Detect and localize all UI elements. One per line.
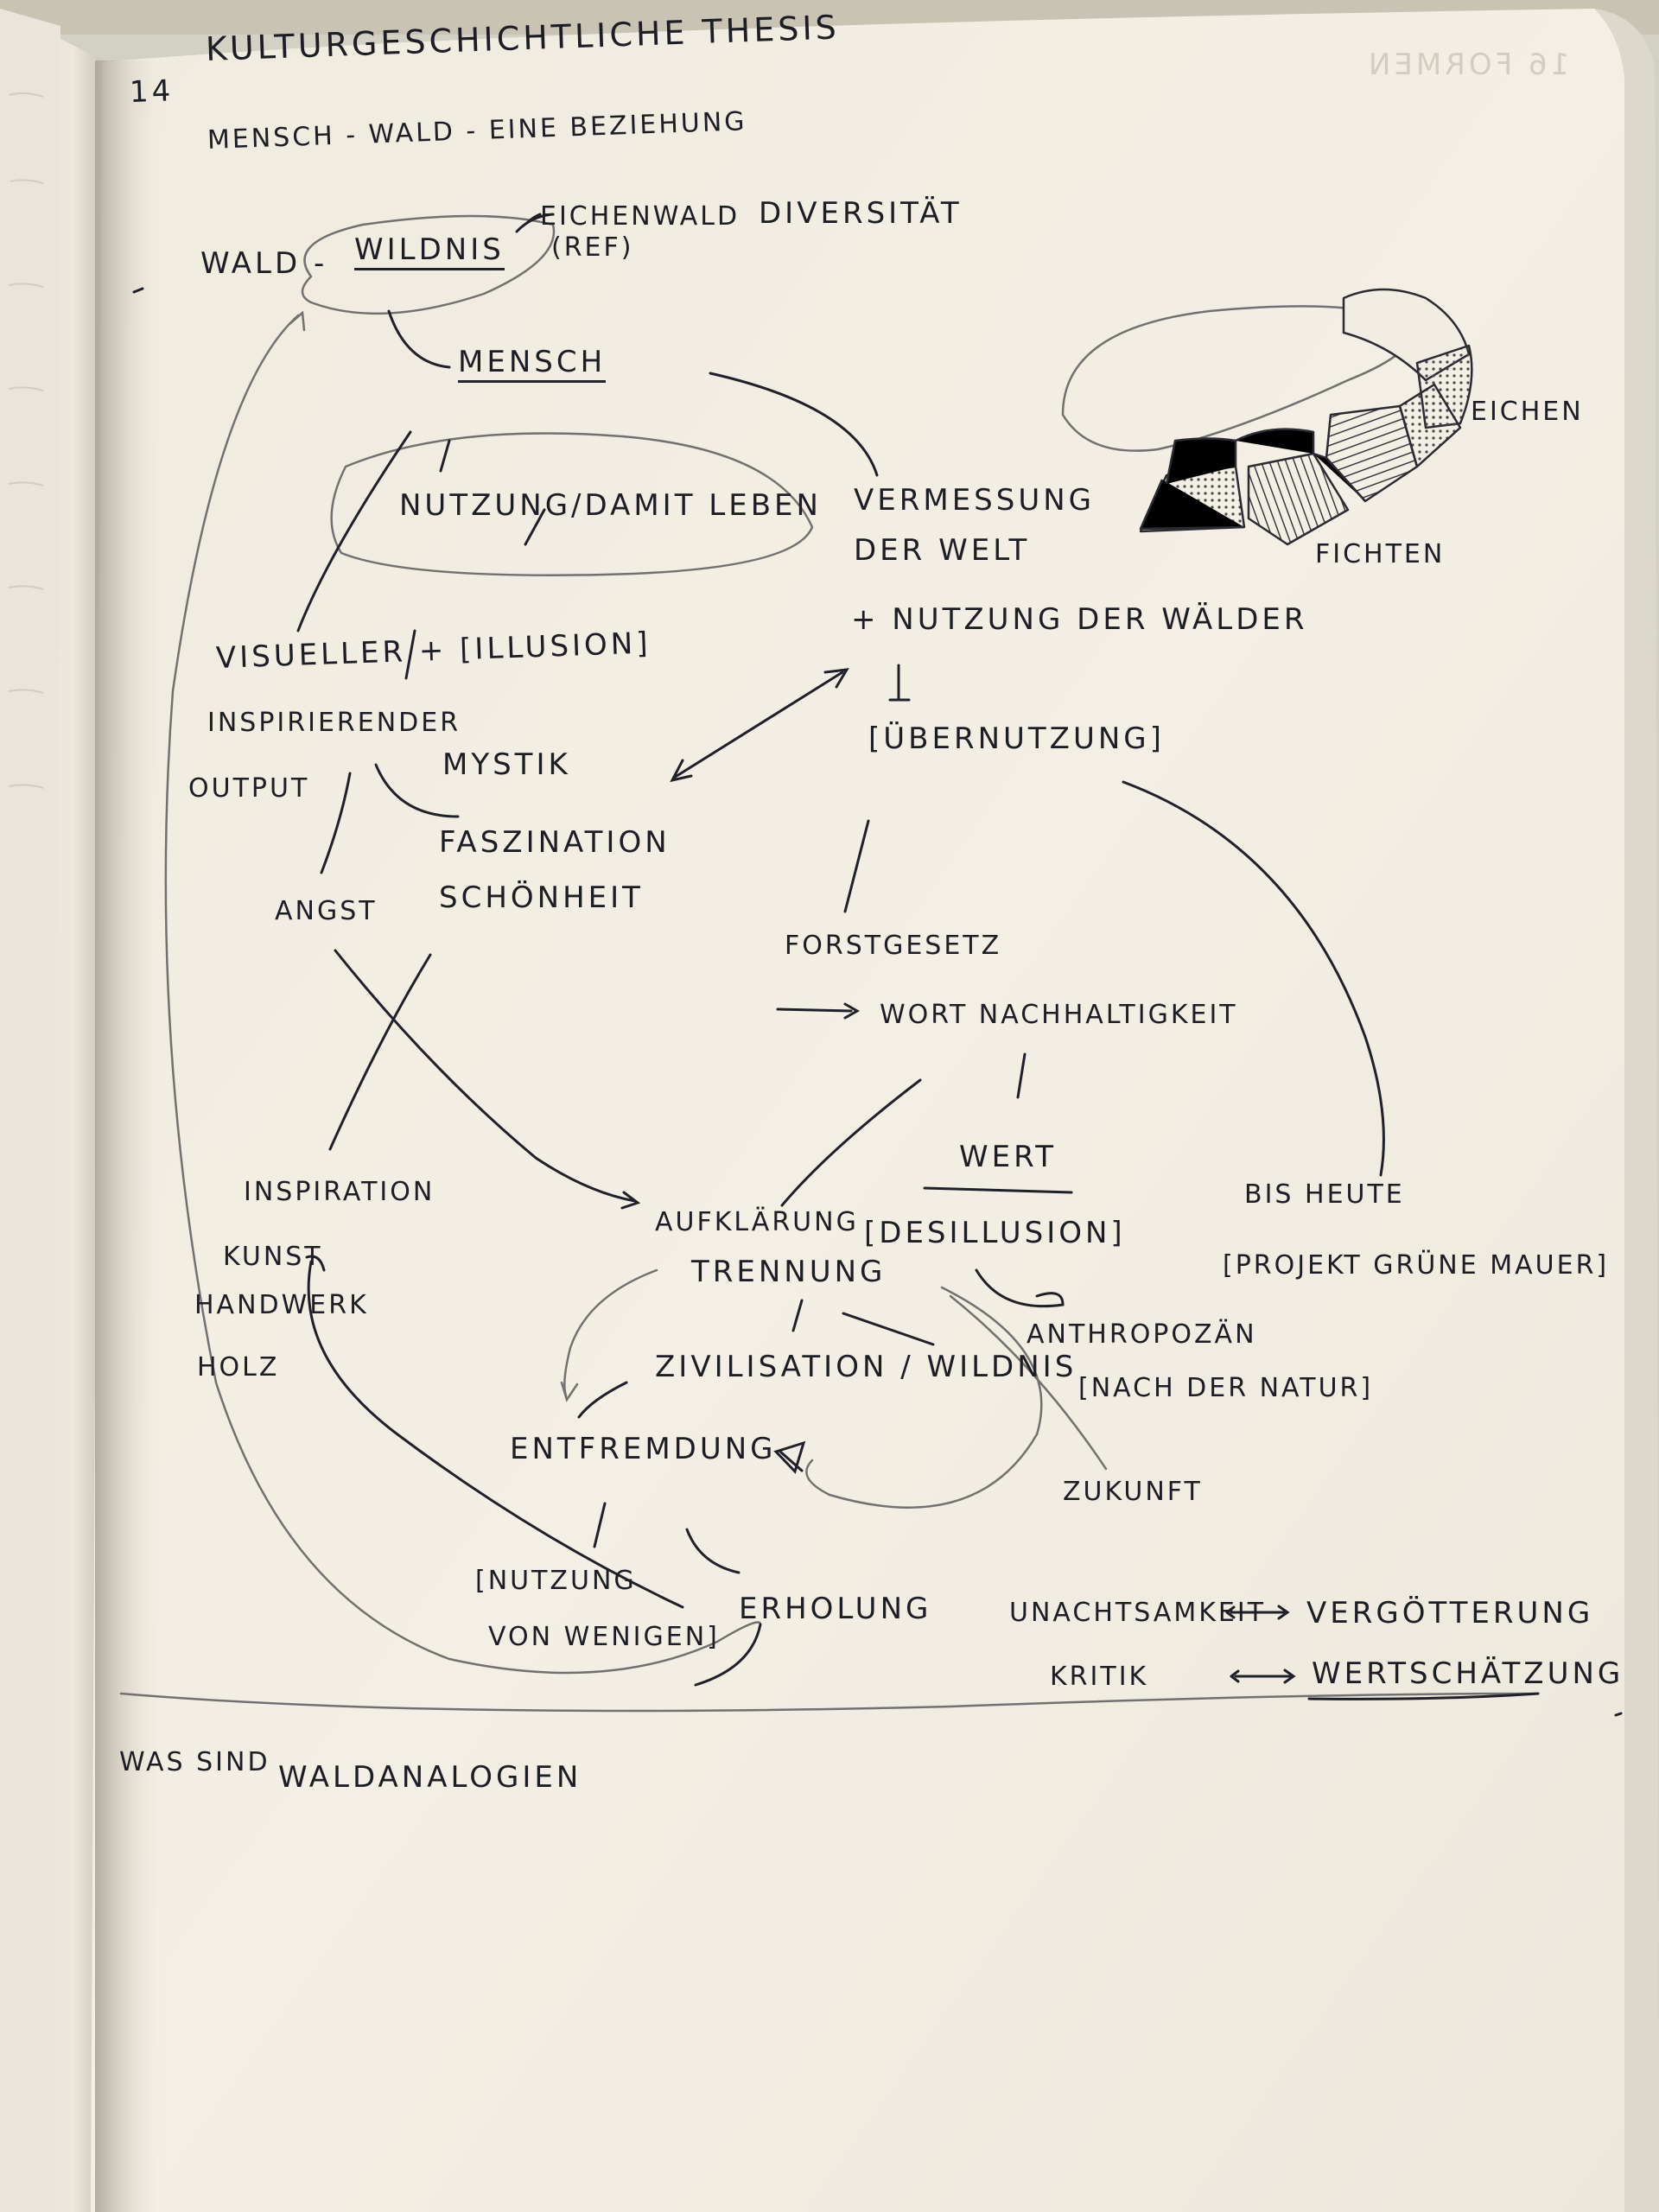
spine-shadow	[95, 60, 164, 2212]
note-vergoetterung: VERGÖTTERUNG	[1306, 1596, 1594, 1630]
note-forstgesetz: FORSTGESETZ	[785, 931, 1002, 961]
note-wildnis: WILDNIS	[354, 235, 505, 270]
note-aufklaerung: AUFKLÄRUNG	[655, 1207, 859, 1237]
note-der-welt: DER WELT	[854, 533, 1031, 568]
mirrored-next-page: 16 FORMEN	[1365, 48, 1570, 82]
note-nach-der-natur: [NACH DER NATUR]	[1078, 1373, 1374, 1403]
note-uebernutzung: [ÜBERNUTZUNG]	[868, 721, 1165, 756]
note-von-wenigen: VON WENIGEN]	[488, 1622, 720, 1652]
note-zivilisation-wildnis: ZIVILISATION / WILDNIS	[655, 1350, 1077, 1384]
sketch-label-eichen: EICHEN	[1471, 397, 1584, 427]
note-trennung: TRENNUNG	[691, 1255, 887, 1289]
note-bis-heute: BIS HEUTE	[1244, 1179, 1405, 1210]
left-page-edge	[0, 9, 60, 2212]
note-anthropozaen: ANTHROPOZÄN	[1027, 1319, 1257, 1350]
note-holz: HOLZ	[197, 1352, 280, 1382]
note-waldanalogien: WALDANALOGIEN	[278, 1760, 582, 1795]
note-wertschaetzung: WERTSCHÄTZUNG	[1312, 1656, 1624, 1691]
note-eichenwald: EICHENWALD	[540, 201, 741, 232]
note-ref: (REF)	[551, 232, 634, 263]
note-was-sind: WAS SIND	[119, 1747, 270, 1777]
note-mystik: MYSTIK	[442, 747, 571, 782]
note-angst: ANGST	[275, 896, 378, 926]
note-kritik: KRITIK	[1050, 1662, 1149, 1692]
note-schoenheit: SCHÖNHEIT	[439, 880, 644, 915]
note-erholung: ERHOLUNG	[739, 1592, 932, 1626]
note-unachtsamkeit: UNACHTSAMKEIT	[1009, 1598, 1267, 1628]
right-page	[91, 9, 1659, 2212]
page-number: 14	[129, 73, 175, 110]
page-right-edge-shadow	[1594, 9, 1659, 2212]
ink-lines	[132, 213, 1623, 1717]
note-mensch: MENSCH	[458, 347, 607, 383]
note-projekt-gruene-mauer: [PROJEKT GRÜNE MAUER]	[1223, 1250, 1610, 1281]
note-vermessung: VERMESSUNG	[854, 483, 1096, 518]
forest-sketch	[1139, 288, 1473, 546]
note-output: OUTPUT	[188, 773, 310, 804]
left-page-margin-marks	[8, 92, 44, 789]
note-inspirierender: INSPIRIERENDER	[207, 708, 461, 738]
note-diversitaet: DIVERSITÄT	[759, 196, 963, 231]
note-entfremdung: ENTFREMDUNG	[510, 1432, 777, 1466]
sketch-label-fichten: FICHTEN	[1315, 539, 1446, 569]
note-zukunft: ZUKUNFT	[1063, 1477, 1203, 1507]
note-wort-nachhaltigkeit: WORT NACHHALTIGKEIT	[880, 1000, 1238, 1030]
note-wert: WERT	[959, 1140, 1058, 1174]
note-nutzung-der-waelder: + NUTZUNG DER WÄLDER	[851, 602, 1308, 637]
note-desillusion: [DESILLUSION]	[864, 1216, 1126, 1250]
note-inspiration: INSPIRATION	[244, 1177, 435, 1207]
note-nutzung-damit-leben: NUTZUNG/DAMIT LEBEN	[399, 488, 822, 523]
note-handwerk: HANDWERK	[194, 1290, 369, 1320]
note-wald: WALD -	[200, 246, 328, 281]
note-faszination: FASZINATION	[439, 825, 671, 860]
note-nutzung-von: [NUTZUNG	[475, 1566, 637, 1596]
note-kunst: KUNST	[223, 1242, 323, 1272]
